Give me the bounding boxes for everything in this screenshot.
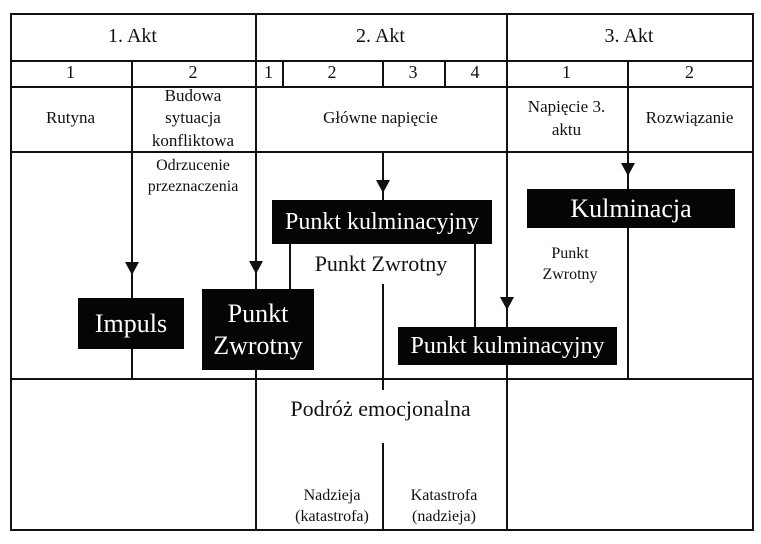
phase-label: Budowa sytuacja konfliktowa — [151, 85, 235, 150]
note-text: Nadzieja (katastrofa) — [295, 486, 369, 525]
note-text: Odrzucenie przeznaczenia — [147, 156, 239, 195]
act1-scene-1: 1 — [10, 60, 131, 86]
table-border-left — [10, 13, 12, 531]
act2-scene-2: 2 — [282, 60, 382, 86]
emotional-journey-title: Podróż emocjonalna — [255, 393, 506, 425]
note-punkt-zwrotny-act2: Punkt Zwrotny — [300, 250, 462, 278]
table-border-top — [10, 13, 754, 15]
table-border-right — [752, 13, 754, 531]
note-text: Punkt Zwrotny — [314, 251, 448, 277]
pk1-arrow-line — [382, 151, 384, 200]
arrow-down-icon — [621, 163, 635, 176]
phase-label: Rutyna — [45, 108, 96, 128]
phase-label: Rozwiązanie — [645, 108, 734, 128]
punkt-kulminacyjny-act2-early-box: Punkt kulminacyjny — [272, 200, 492, 244]
emotional-journey-title-text: Podróż emocjonalna — [290, 396, 471, 422]
pk1-to-pz-line — [289, 244, 291, 292]
act2-scene-1: 1 — [255, 60, 282, 86]
arrow-down-icon — [249, 261, 263, 274]
act2-act3-border — [506, 13, 508, 531]
phase-glowne-napiecie: Główne napięcie — [255, 86, 506, 151]
act2-scene-divider-1 — [282, 60, 284, 86]
scene-number: 1 — [562, 62, 571, 83]
act3-scene-1: 1 — [506, 60, 627, 86]
scene-number: 4 — [470, 62, 480, 83]
impuls-tail-line — [131, 348, 133, 378]
act2-header-label: 2. Akt — [356, 25, 405, 48]
act2-scene-4: 4 — [444, 60, 506, 86]
act3-header-label: 3. Akt — [604, 25, 654, 48]
arrow-down-icon — [125, 262, 139, 275]
event-label: Punkt kulminacyjny — [410, 332, 605, 359]
pz-mid-tail-line — [382, 284, 384, 390]
act3-header: 3. Akt — [506, 13, 752, 60]
event-label: Impuls — [94, 308, 168, 338]
punkt-kulminacyjny-act2-late-box: Punkt kulminacyjny — [398, 327, 617, 365]
note-katastrofa-nadzieja: Katastrofa (nadzieja) — [382, 483, 506, 529]
act2-scene-divider-2 — [382, 60, 384, 86]
act1-header-label: 1. Akt — [108, 25, 157, 48]
arrow-down-icon — [500, 297, 514, 310]
kulminacja-box: Kulminacja — [527, 189, 735, 228]
act2-scene-3: 3 — [382, 60, 444, 86]
note-punkt-zwrotny-act3: Punkt Zwrotny — [528, 240, 612, 288]
impuls-arrow-line — [131, 151, 133, 298]
pk1-to-pk2-line — [474, 244, 476, 330]
punkt-zwrotny-act1-box: Punkt Zwrotny — [202, 289, 314, 370]
journey-divider-line — [382, 443, 384, 529]
scene-number: 2 — [188, 62, 198, 83]
event-label: Kulminacja — [570, 193, 692, 223]
note-text: Punkt Zwrotny — [542, 244, 598, 283]
arrow-down-icon — [376, 180, 390, 193]
table-border-bottom — [10, 529, 754, 531]
act1-scene-2: 2 — [131, 60, 255, 86]
phase-label: Napięcie 3. aktu — [527, 97, 606, 139]
row-divider-scenes — [10, 86, 754, 88]
phase-rutyna: Rutyna — [10, 86, 131, 151]
act2-scene-divider-3 — [444, 60, 446, 86]
phase-rozwiazanie: Rozwiązanie — [627, 86, 752, 151]
phase-label: Główne napięcie — [323, 108, 438, 128]
impuls-box: Impuls — [78, 298, 184, 349]
phase-napiecie-3-aktu: Napięcie 3. aktu — [506, 86, 627, 151]
scene-number: 2 — [327, 62, 337, 83]
phase-budowa-sytuacja-konfliktowa: Budowa sytuacja konfliktowa — [131, 86, 255, 151]
scene-number: 1 — [264, 62, 273, 83]
kulminacja-tail-line — [627, 227, 629, 378]
note-nadzieja-katastrofa: Nadzieja (katastrofa) — [282, 483, 382, 529]
act3-scene-divider — [627, 60, 629, 151]
event-label: Punkt Zwrotny — [213, 299, 303, 360]
act1-scene-divider — [131, 60, 133, 151]
act2-header: 2. Akt — [255, 13, 506, 60]
act1-header: 1. Akt — [10, 13, 255, 60]
event-label: Punkt kulminacyjny — [285, 208, 479, 235]
scene-number: 1 — [66, 62, 75, 83]
note-odrzucenie-przeznaczenia: Odrzucenie przeznaczenia — [131, 153, 255, 199]
act3-scene-2: 2 — [627, 60, 752, 86]
scene-number: 2 — [685, 62, 694, 83]
scene-number: 3 — [408, 62, 418, 83]
note-text: Katastrofa (nadzieja) — [410, 486, 478, 525]
